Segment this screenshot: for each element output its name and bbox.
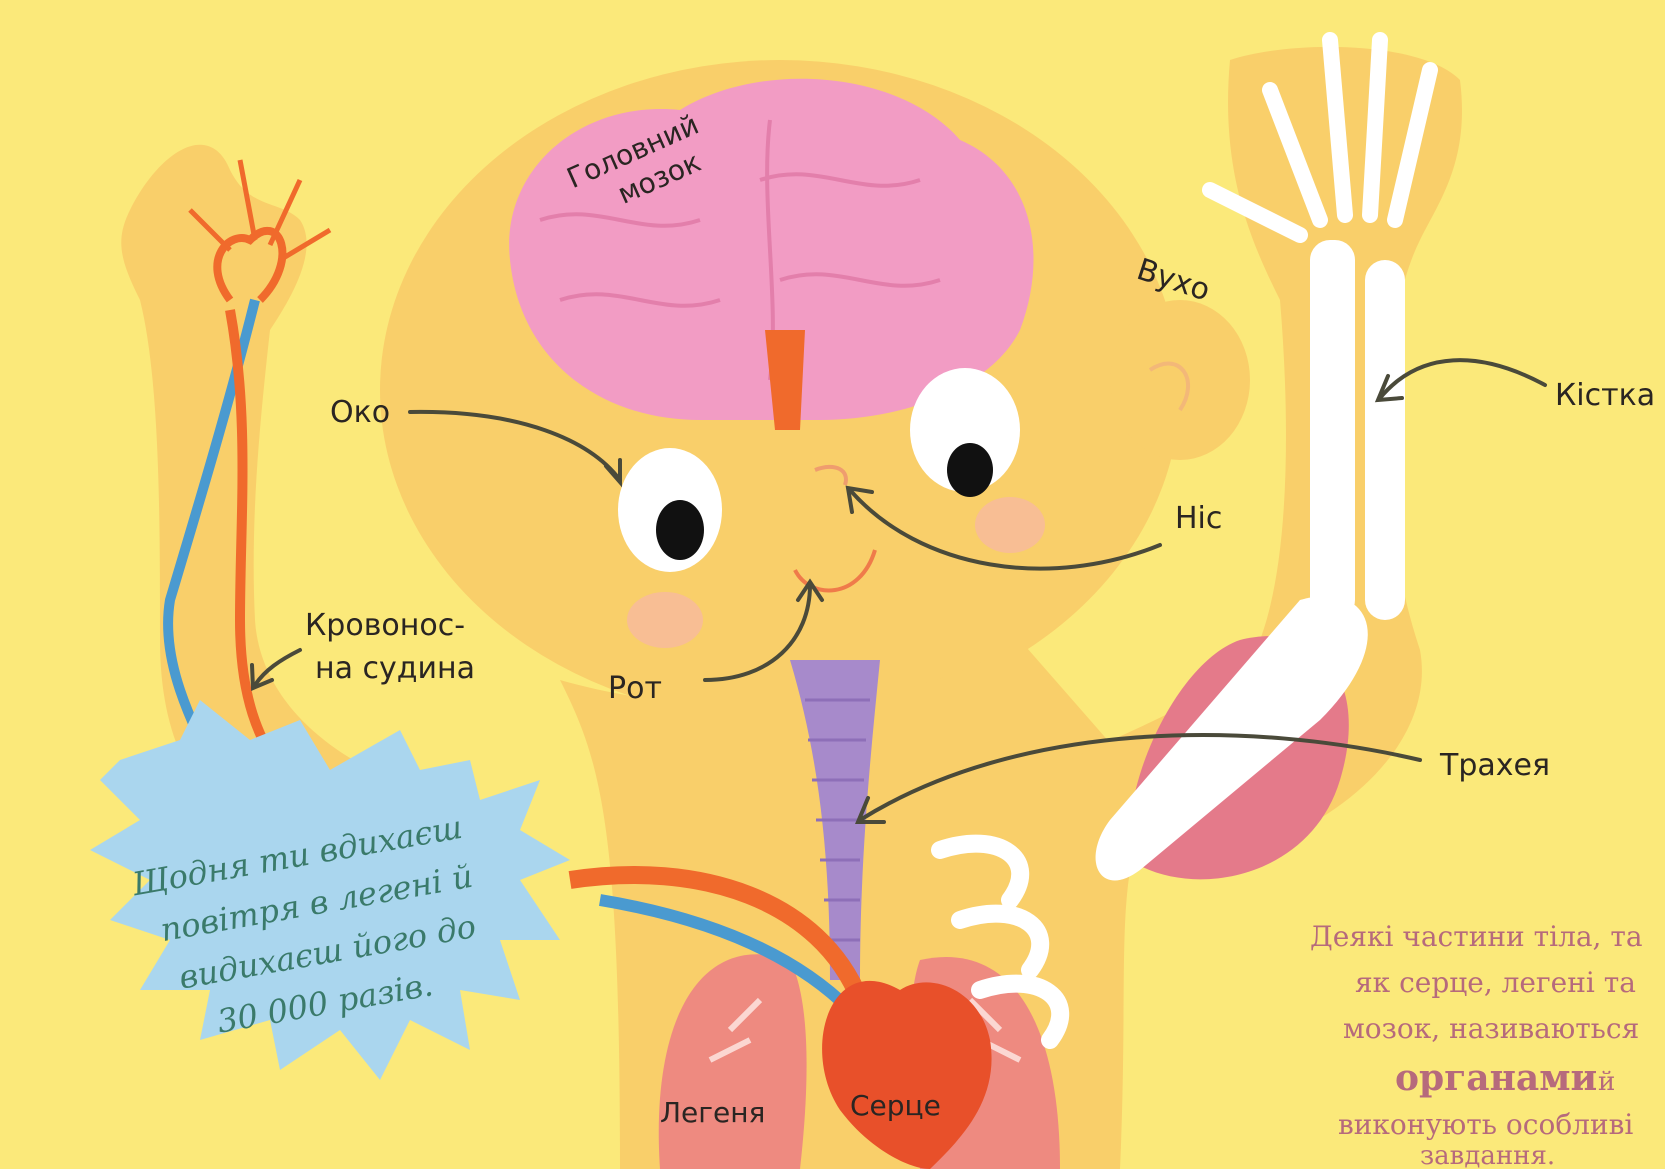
- eye-label: Око: [330, 395, 390, 430]
- lung-label: Легеня: [660, 1096, 765, 1129]
- side-note-line-6: завдання.: [1420, 1141, 1555, 1169]
- side-note-line-5: виконують особливі: [1338, 1108, 1633, 1141]
- side-note-after-emphasis: й: [1598, 1067, 1615, 1097]
- side-note-line-2: як серце, легені та: [1355, 966, 1636, 999]
- heart-label: Серце: [850, 1089, 941, 1122]
- cheek-left: [627, 592, 703, 648]
- cheek-right: [975, 497, 1045, 553]
- side-note-line-1: Деякі частини тіла, та: [1310, 920, 1643, 953]
- side-note-line-3: мозок, називаються: [1343, 1012, 1639, 1045]
- vessel-label-line-1: Кровонос-: [305, 608, 465, 643]
- vessel-label-line-2: на судина: [315, 651, 475, 686]
- trachea-label: Трахея: [1439, 748, 1550, 783]
- bone-label: Кістка: [1555, 378, 1655, 413]
- nose-label: Ніс: [1175, 501, 1222, 536]
- ear: [1110, 300, 1250, 460]
- side-note-emphasis: органами: [1395, 1057, 1597, 1099]
- mouth-label: Рот: [608, 671, 662, 706]
